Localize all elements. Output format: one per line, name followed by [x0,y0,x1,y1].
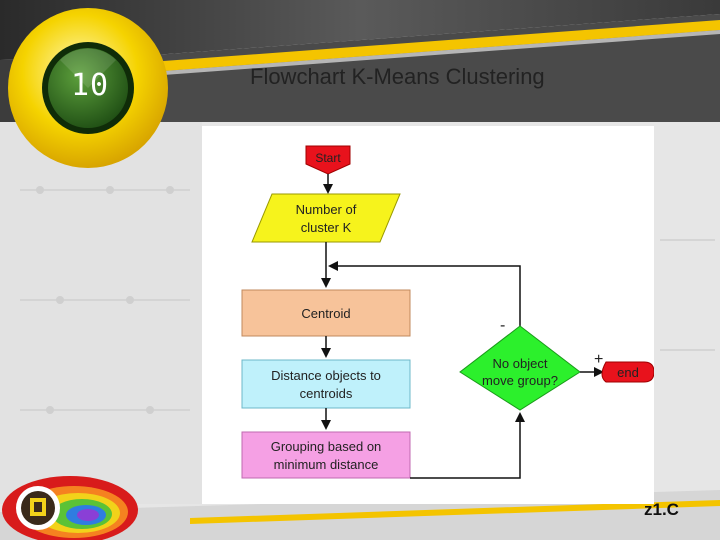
end-terminator [601,361,654,383]
decision-diamond [459,325,581,411]
slide-number: 10 [70,68,110,103]
university-logo [2,476,138,540]
grouping-label-line2: minimum distance [274,457,379,472]
end-label: end [617,365,639,380]
start-terminator [305,145,351,175]
centroid-label: Centroid [301,306,350,321]
footer-code: z1.C [644,500,679,519]
decision-label-line2: move group? [482,373,558,388]
grouping-label-line1: Grouping based on [271,439,382,454]
distance-label-line1: Distance objects to [271,368,381,383]
input-label-line2: cluster K [301,220,352,235]
decision-label-line1: No object [493,356,548,371]
start-label: Start [315,151,341,165]
no-label: - [500,317,505,334]
arrow-grouping-to-decision [410,412,525,479]
input-label-line1: Number of [296,202,357,217]
distance-label-line2: centroids [300,386,353,401]
distance-box [241,359,411,409]
centroid-box [241,289,411,337]
grouping-box [241,431,411,479]
flowchart: Start Number of cluster K - Centroid Dis… [202,126,654,504]
slide-title: Flowchart K-Means Clustering [250,64,545,89]
yes-label: + [594,351,603,368]
input-parallelogram [251,193,401,243]
